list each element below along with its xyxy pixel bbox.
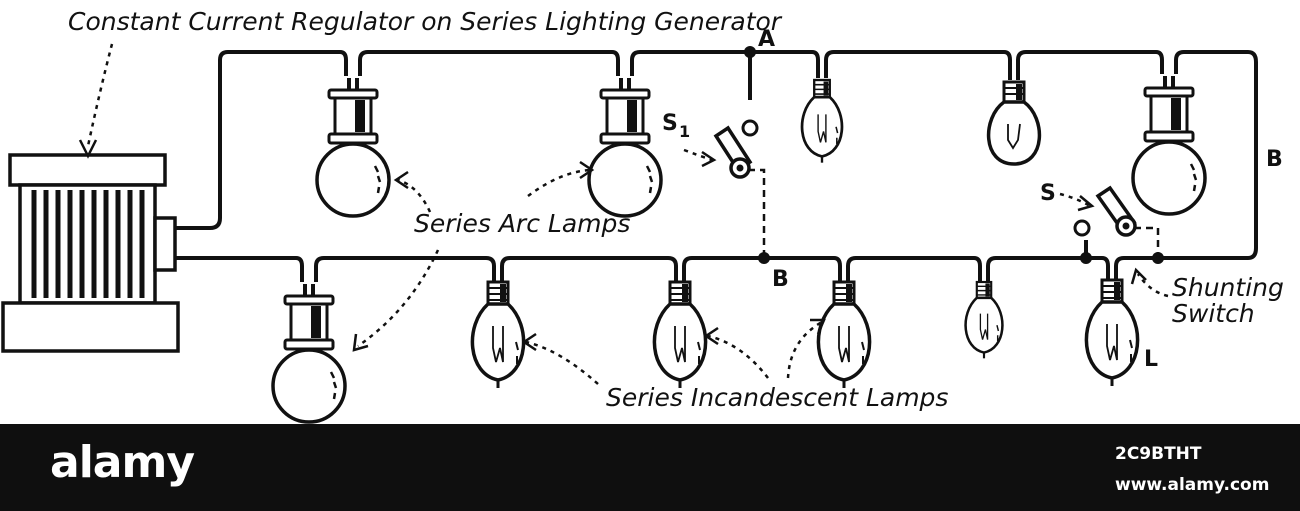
shunting-switch-label-line2: Switch: [1172, 299, 1255, 328]
switch-s: [1073, 185, 1160, 258]
arc-lamp-1: [315, 76, 391, 218]
incandescent-lamp-bottom-4: [964, 280, 1004, 360]
arc-lamp-3: [1131, 74, 1207, 216]
regulator-title-label: Constant Current Regulator on Series Lig…: [68, 7, 783, 36]
generator-regulator: [1, 153, 180, 353]
incandescent-lamps-label: Series Incandescent Lamps: [606, 383, 948, 412]
label-pointer-arrows: [78, 43, 1169, 385]
lamp-l-label: L: [1144, 347, 1158, 372]
circuit-wiring: [175, 50, 1258, 282]
incandescent-lamp-bottom-1: [470, 280, 526, 390]
junction-dots: [744, 46, 1164, 264]
watermark-url: www.alamy.com: [1115, 475, 1270, 495]
switch-s-label: S: [1040, 181, 1056, 206]
junction-a: [744, 46, 756, 58]
point-a-label: A: [758, 27, 775, 52]
incandescent-lamp-bottom-2: [652, 280, 708, 390]
switch-s1: [713, 119, 766, 258]
incandescent-lamp-bottom-3: [816, 280, 872, 390]
point-b-right-label: B: [1266, 147, 1283, 172]
watermark-logo: alamy: [50, 437, 195, 488]
series-lighting-circuit-diagram: Constant Current Regulator on Series Lig…: [1, 7, 1284, 424]
switch-s1-subscript: 1: [679, 122, 690, 141]
junction-b: [758, 252, 770, 264]
incandescent-lamp-top-1: [800, 78, 844, 165]
switch-s1-label: S: [662, 111, 678, 136]
watermark-image-id: 2C9BTHT: [1115, 444, 1202, 464]
incandescent-lamp-top-2: [986, 80, 1042, 166]
arc-lamps-label: Series Arc Lamps: [414, 209, 630, 238]
junction-left-of-shunt: [1080, 252, 1092, 264]
point-b-bottom-label: B: [772, 267, 789, 292]
incandescent-lamp-l: [1084, 278, 1140, 388]
arc-lamp-4: [271, 282, 347, 424]
arc-lamp-2: [587, 76, 663, 218]
shunting-switch-label-line1: Shunting: [1172, 273, 1284, 302]
watermark-bar: [0, 424, 1300, 511]
